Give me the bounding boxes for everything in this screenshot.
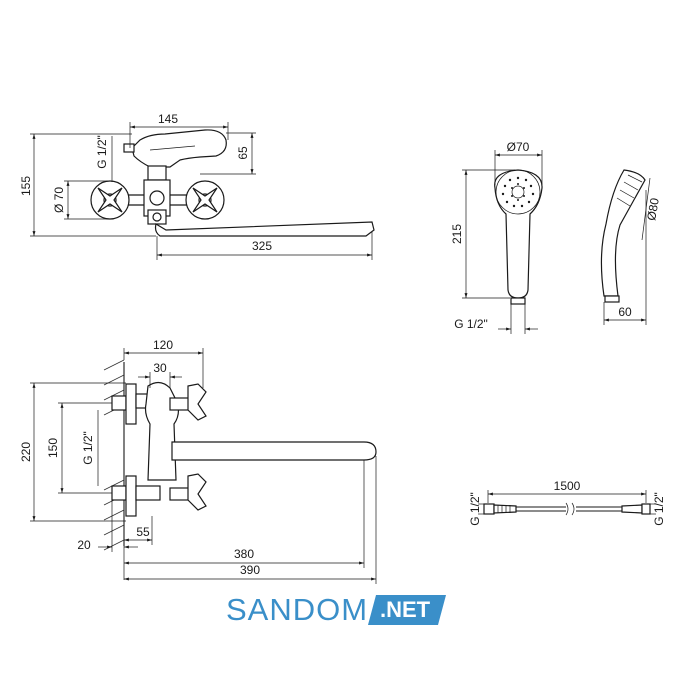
- shower-head-side: [600, 169, 646, 303]
- side-height-label: 220: [19, 442, 33, 462]
- shower-head-front: [494, 169, 543, 305]
- shower-side-dia-label: Ø80: [644, 197, 662, 222]
- brand-logo: SANDOM .NET: [226, 592, 447, 628]
- wall-hatch: [103, 359, 125, 551]
- side-offset-label: 55: [136, 525, 150, 539]
- shower-length-label: 215: [450, 224, 464, 244]
- hose-view: 1500 G 1/2" G 1/2": [468, 479, 666, 526]
- brand-tld-badge: .NET: [368, 595, 447, 625]
- hose-left-thread-label: G 1/2": [468, 492, 482, 526]
- side-faucet-outline: [111, 381, 377, 517]
- hose-length-label: 1500: [554, 479, 581, 493]
- side-reach-390-label: 390: [240, 563, 260, 577]
- front-total-height-label: 155: [19, 176, 33, 196]
- shower-depth-label: 60: [618, 305, 632, 319]
- front-flange-dia-label: Ø 70: [52, 187, 66, 213]
- side-reach-380-label: 380: [234, 547, 254, 561]
- front-handle-height-label: 65: [236, 146, 250, 160]
- side-view: 120 30 220 150 G 1/2" 55 20 380: [19, 338, 377, 584]
- side-depth-label: 120: [153, 338, 173, 352]
- side-top-width-label: 30: [153, 361, 167, 375]
- side-wall-gap-label: 20: [77, 538, 91, 552]
- shower-head-view: Ø70 215 G 1/2" Ø80 60: [450, 140, 662, 334]
- brand-tld-text: .NET: [380, 597, 431, 622]
- front-view: 145 G 1/2" 65 155 Ø 70 325: [19, 112, 375, 260]
- shower-thread-label: G 1/2": [454, 317, 488, 331]
- side-thread-label: G 1/2": [81, 431, 95, 465]
- side-inlet-spacing-label: 150: [46, 438, 60, 458]
- front-faucet-outline: [90, 129, 375, 237]
- shower-face-dia-label: Ø70: [507, 140, 530, 154]
- brand-name: SANDOM: [226, 592, 369, 627]
- front-spout-length-label: 325: [252, 239, 272, 253]
- front-width-label: 145: [158, 112, 178, 126]
- hose-right-thread-label: G 1/2": [652, 492, 666, 526]
- front-thread-label: G 1/2": [95, 135, 109, 169]
